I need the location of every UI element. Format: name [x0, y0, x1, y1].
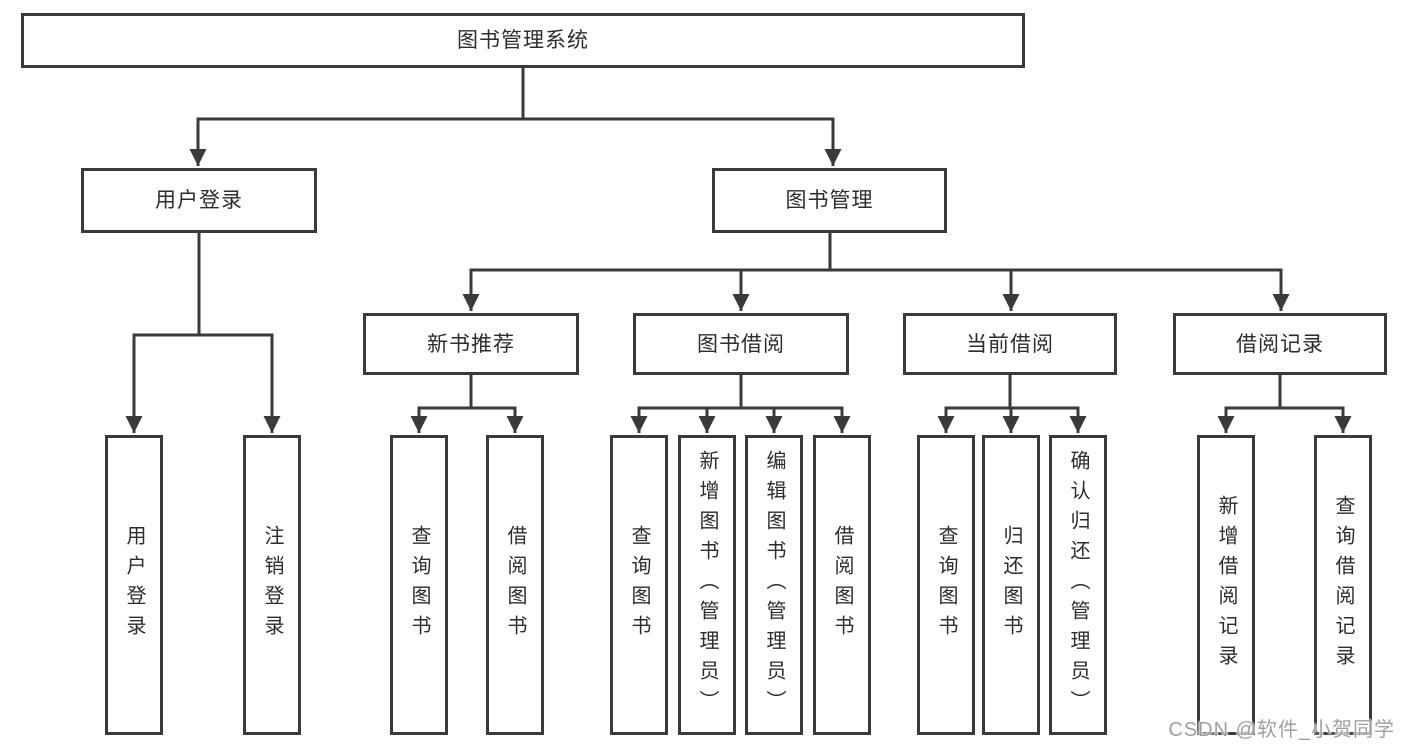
leaf-add-borrow-record: 新增借阅记录 [1197, 435, 1255, 735]
node-label: 新书推荐 [427, 332, 515, 356]
node-root-system: 图书管理系统 [21, 13, 1025, 68]
node-label: 查询图书 [628, 525, 650, 645]
node-label: 编辑图书（管理员） [763, 450, 785, 720]
node-label: 当前借阅 [966, 332, 1054, 356]
leaf-confirm-return-admin: 确认归还（管理员） [1049, 435, 1107, 735]
node-borrow-records: 借阅记录 [1173, 313, 1387, 375]
node-label: 用户登录 [123, 525, 145, 645]
node-label: 确认归还（管理员） [1067, 450, 1089, 720]
leaf-user-login: 用户登录 [105, 435, 163, 735]
node-label: 用户登录 [155, 189, 243, 212]
node-label: 新增借阅记录 [1215, 495, 1237, 675]
leaf-query-borrow-record: 查询借阅记录 [1314, 435, 1372, 735]
leaf-add-books-admin: 新增图书（管理员） [678, 435, 736, 735]
node-label: 图书借阅 [697, 332, 785, 356]
leaf-query-books-current: 查询图书 [917, 435, 975, 735]
leaf-borrow-books-recommend: 借阅图书 [486, 435, 544, 735]
node-book-management: 图书管理 [712, 168, 947, 233]
node-label: 查询图书 [935, 525, 957, 645]
node-book-borrowing: 图书借阅 [633, 313, 849, 375]
csdn-watermark: CSDN @软件_小贺同学 [1168, 719, 1395, 741]
leaf-query-books-recommend: 查询图书 [390, 435, 448, 735]
node-label: 图书管理 [785, 189, 874, 212]
node-label: 图书管理系统 [457, 29, 589, 52]
leaf-borrow-books: 借阅图书 [813, 435, 871, 735]
node-label: 查询借阅记录 [1332, 495, 1354, 675]
leaf-edit-books-admin: 编辑图书（管理员） [745, 435, 803, 735]
node-new-book-recommend: 新书推荐 [363, 313, 579, 375]
node-label: 借阅图书 [504, 525, 526, 645]
node-label: 注销登录 [261, 525, 283, 645]
node-label: 查询图书 [408, 525, 430, 645]
node-label: 借阅图书 [831, 525, 853, 645]
node-label: 新增图书（管理员） [696, 450, 718, 720]
leaf-logout: 注销登录 [243, 435, 301, 735]
node-label: 归还图书 [1000, 525, 1022, 645]
leaf-query-books-borrowing: 查询图书 [610, 435, 668, 735]
node-user-login: 用户登录 [81, 168, 317, 233]
leaf-return-books: 归还图书 [982, 435, 1040, 735]
node-label: 借阅记录 [1236, 332, 1324, 356]
node-current-borrowing: 当前借阅 [903, 313, 1117, 375]
